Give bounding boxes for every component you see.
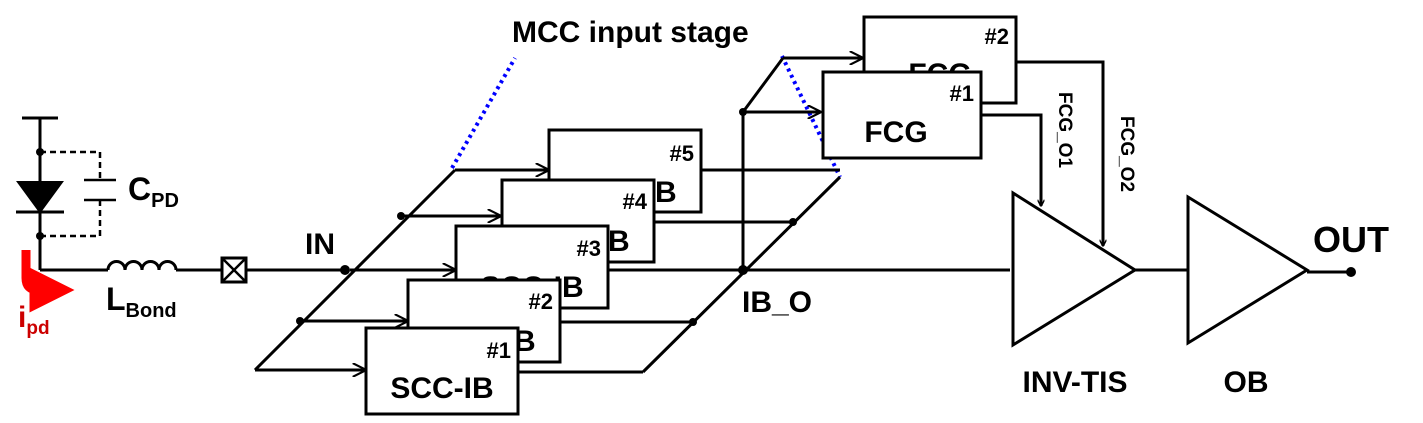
svg-text:#4: #4: [623, 189, 648, 214]
fcg-o1-label: FCG_O1: [1054, 92, 1075, 168]
cpd-label: CPD: [128, 171, 179, 212]
out-label: OUT: [1313, 219, 1389, 260]
output-node: [1346, 267, 1356, 277]
bond-pad: [220, 256, 248, 284]
photodiode-section: CPD ipd LBond IN: [16, 116, 345, 339]
svg-text:#2: #2: [529, 289, 553, 314]
svg-text:#1: #1: [950, 81, 974, 106]
svg-text:FCG: FCG: [864, 116, 927, 149]
scc-ib-block-1: #1 SCC-IB: [364, 326, 643, 416]
output-combining-bus: IB_O: [608, 58, 1010, 374]
svg-text:#2: #2: [985, 24, 1009, 49]
ib-o-label: IB_O: [742, 286, 812, 319]
input-distribution: MCC input stage: [253, 16, 842, 370]
ob-label: OB: [1224, 366, 1269, 399]
inv-tis-label: INV-TIS: [1022, 366, 1127, 399]
svg-text:#1: #1: [487, 338, 511, 363]
bond-inductor: [106, 260, 178, 271]
in-label: IN: [305, 228, 335, 261]
inv-tis-amplifier: INV-TIS: [1011, 190, 1138, 399]
cpd-capacitor: [40, 150, 116, 238]
svg-text:#5: #5: [670, 141, 694, 166]
ipd-label: ipd: [18, 301, 50, 339]
current-arrow: [21, 250, 75, 313]
svg-text:#3: #3: [577, 236, 601, 261]
output-buffer: OB: [1186, 194, 1310, 399]
mcc-stage-label: MCC input stage: [512, 16, 749, 49]
svg-text:SCC-IB: SCC-IB: [390, 372, 493, 405]
fcg-block-1: #1 FCG: [821, 70, 1041, 206]
lbond-label: LBond: [106, 281, 177, 322]
fcg-o2-label: FCG_O2: [1116, 116, 1137, 192]
photodiode-symbol: [16, 181, 64, 214]
